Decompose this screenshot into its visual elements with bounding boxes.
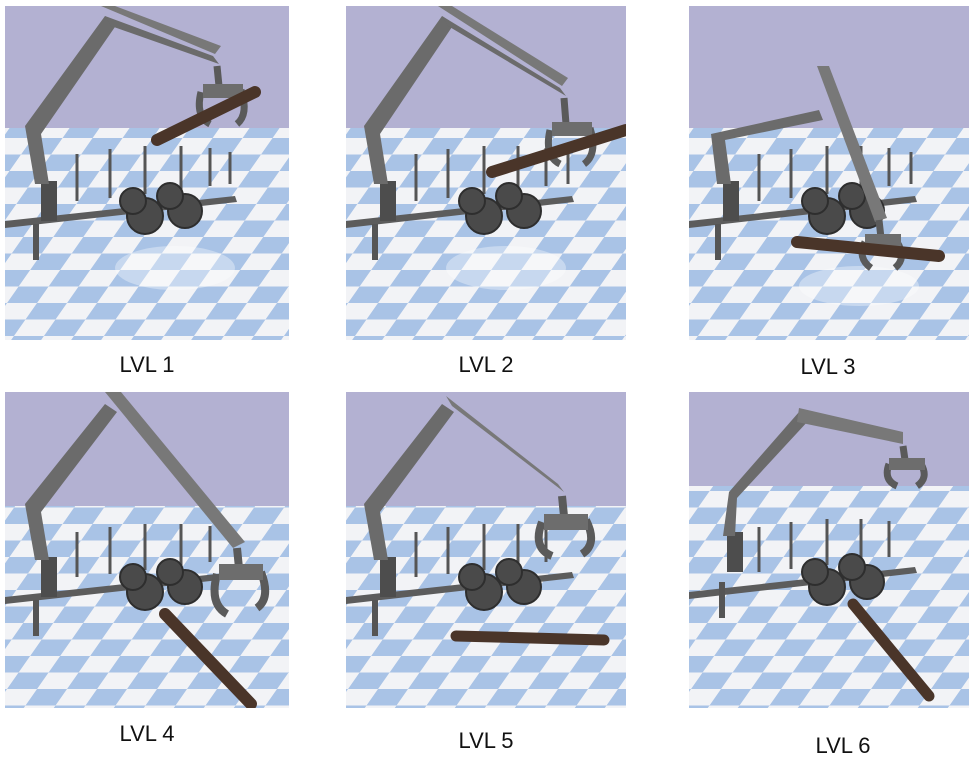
panel-lvl-6 — [689, 392, 969, 708]
scene-lvl-5 — [346, 392, 626, 708]
caption-lvl-2: LVL 2 — [458, 352, 514, 377]
caption-lvl-4: LVL 4 — [119, 721, 175, 746]
scene-lvl-6 — [689, 392, 969, 708]
scene-lvl-1 — [5, 6, 289, 340]
caption-lvl-6: LVL 6 — [815, 733, 871, 758]
panel-lvl-1 — [5, 6, 289, 340]
scene-lvl-3 — [689, 6, 969, 340]
panel-lvl-3 — [689, 6, 969, 340]
caption-lvl-5: LVL 5 — [458, 728, 514, 753]
panel-lvl-4 — [5, 392, 289, 708]
caption-lvl-1: LVL 1 — [119, 352, 175, 377]
scene-lvl-4 — [5, 392, 289, 708]
caption-lvl-3: LVL 3 — [800, 354, 856, 379]
panel-lvl-2 — [346, 6, 626, 340]
panel-lvl-5 — [346, 392, 626, 708]
scene-lvl-2 — [346, 6, 626, 340]
